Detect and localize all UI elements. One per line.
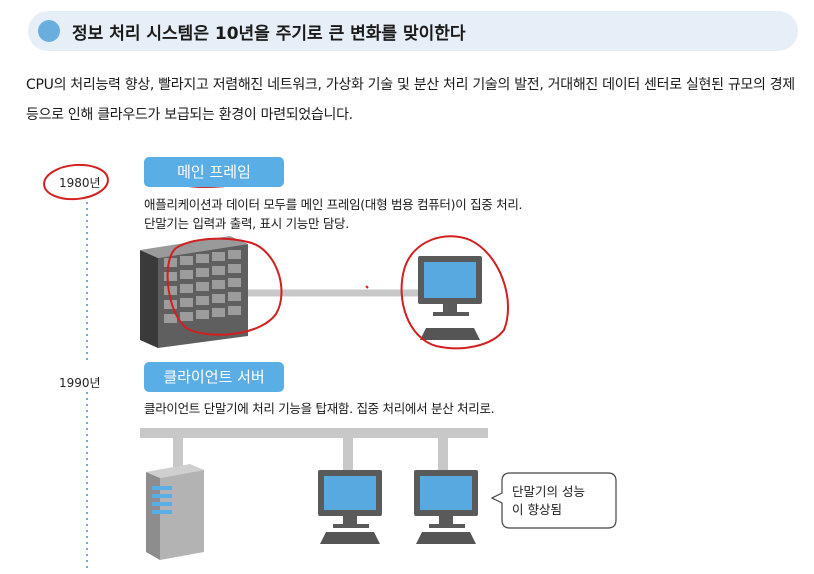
era-description-line: 클라이언트 단말기에 처리 기능을 탑재함. 집중 처리에서 분산 처리로. — [144, 401, 495, 416]
section-title: 정보 처리 시스템은 10년을 주기로 큰 변화를 맞이한다 — [72, 24, 466, 44]
client-monitor-icon — [414, 470, 478, 544]
timeline-year-1990: 1990년 — [59, 376, 101, 390]
era-label-client-server: 클라이언트 서버 — [144, 362, 284, 392]
client-monitor-icon — [318, 470, 382, 544]
era-description-line: 단말기는 입력과 출력, 표시 기능만 담당. — [144, 216, 349, 231]
tower-server-icon — [146, 464, 204, 560]
callout-text-line: 이 향상됨 — [512, 502, 562, 517]
red-annotation-marks — [43, 163, 509, 350]
section-title-bar — [28, 11, 798, 51]
terminal-monitor-icon — [418, 256, 482, 340]
callout-text-line: 단말기의 성능 — [512, 484, 585, 499]
callout-bubble — [490, 472, 617, 529]
timeline-year-1980: 1980년 — [59, 176, 101, 190]
title-bullet-icon — [38, 20, 60, 42]
network-bus — [140, 428, 488, 438]
era-label-mainframe: 메인 프레임 — [144, 157, 284, 187]
intro-paragraph: CPU의 처리능력 향상, 빨라지고 저렴해진 네트워크, 가상화 기술 및 분… — [26, 77, 795, 123]
era-description-line: 애플리케이션과 데이터 모두를 메인 프레임(대형 범용 컴퓨터)이 집중 처리… — [144, 197, 523, 212]
